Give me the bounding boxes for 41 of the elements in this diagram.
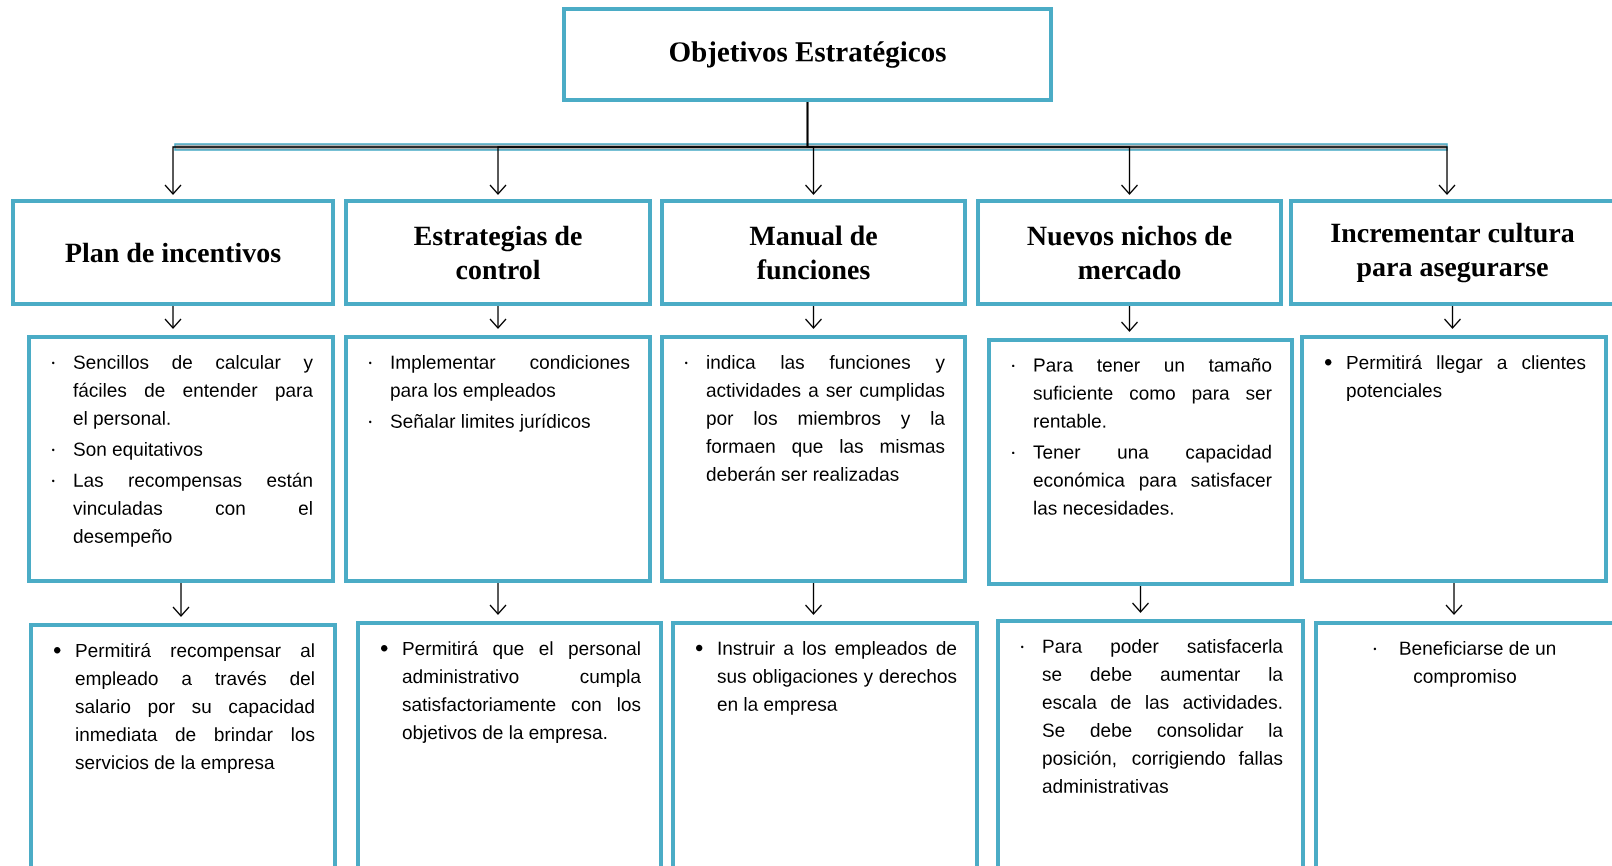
bullet-text: Las recompensas están vinculadas con el desempeño [52,472,312,547]
arrow [489,582,507,615]
bullet-text: Permitirá llegar a clientes potenciales [1325,355,1586,401]
bullet-text: Son equitativos [52,442,203,460]
arrow [164,305,182,329]
arrow [804,305,823,329]
bullet-text: Beneficiarse de un compromiso [1373,641,1555,687]
bullet-text: Señalar limites jurídicos [369,413,590,432]
text-box [987,338,1294,586]
text-box [27,335,335,583]
arrow [172,582,190,617]
heading-box: Incrementar cultura para asegurarse [1289,199,1612,306]
text-box [1300,335,1608,583]
text-box [996,619,1305,866]
text-box [356,621,663,866]
arrow [1443,305,1462,329]
text-box [660,335,967,583]
title-box: Objetivos Estratégicos [562,7,1053,102]
bullet-text: Implementar condiciones para los empleados [369,355,630,401]
bullet-text: Para poder satisfacerla se debe aumentar la escala de las actividades. Se debe consolidar la posición, corrigiendo fallas administrativas [1021,639,1283,793]
text-box [1314,621,1612,866]
arrow [804,582,823,615]
bullet-text: indica las funciones y actividades a ser cumplidas por los miembros y la formaen que las mismas deberán ser realizadas [685,355,945,481]
text-box [29,623,337,866]
arrow [1445,582,1463,615]
bullet-text: Para tener un tamaño suficiente como para ser rentable. [1012,358,1272,428]
text-box [671,621,979,866]
bullet-text: Instruir a los empleados de sus obligaciones y derechos en la empresa [696,641,957,715]
bullet-text: Permitirá recompensar al empleado a través del salario por su capacidad inmediata de brindar los servicios de la empresa [54,643,315,773]
arrow [1120,305,1139,332]
heading-box: Manual de funciones [660,199,967,306]
arrow [806,101,1456,195]
arrow [489,305,507,329]
text-box [344,335,652,583]
heading-box: Estrategias de control [344,199,652,306]
bullet-text: Sencillos de calcular y fáciles de entender para el personal. [52,355,313,429]
bullet-text: Tener una capacidad económica para satisfacer las necesidades. [1012,444,1272,515]
bullet-text: Permitirá que el personal administrativo cumpla satisfactoriamente con los objetivos de la empresa. [381,641,641,743]
heading-box: Nuevos nichos de mercado [976,199,1283,306]
arrow [1131,585,1150,613]
heading-box: Plan de incentivos [11,199,335,306]
